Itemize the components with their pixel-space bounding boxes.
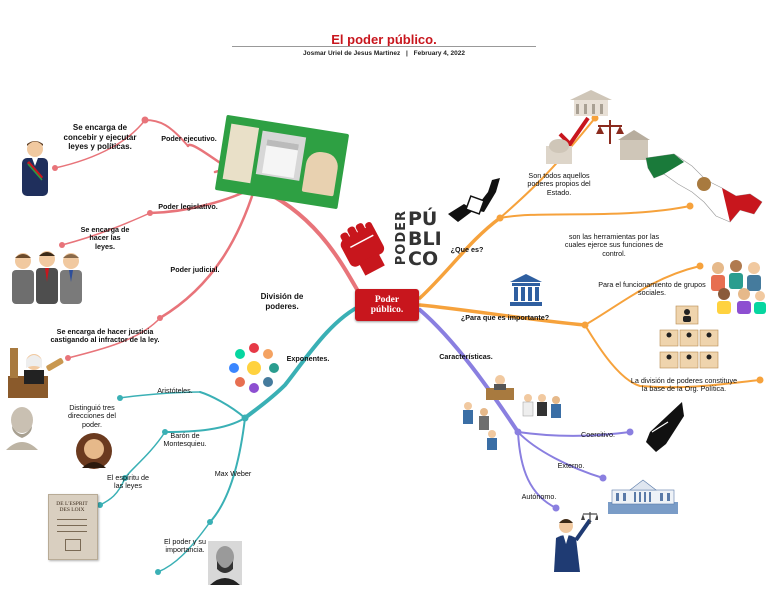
poder-publico-logo: [340, 222, 385, 276]
lawyer-scale-icon: [554, 512, 598, 572]
node-judicial: [157, 315, 163, 321]
exponente-aristoteles[interactable]: Aristóteles.: [157, 386, 193, 395]
white-house-icon: [608, 479, 678, 514]
topic-que-es[interactable]: ¿Que es?: [450, 245, 484, 254]
branch-caracteristicas: [418, 308, 631, 509]
branch-que-es-nodes: [496, 114, 764, 384]
node-aristoteles: [117, 395, 123, 401]
central-topic-line1: Poder: [374, 295, 400, 305]
judge-icon: [8, 348, 64, 398]
caracteristica-externo[interactable]: Externo.: [557, 461, 585, 470]
node-weber: [207, 519, 213, 525]
branch-que-es: [418, 117, 761, 389]
legislativo-description: Se encarga de hacer las leyes.: [80, 225, 130, 251]
topic-division-poderes[interactable]: División de poderes.: [260, 292, 304, 311]
author-name: Josmar Uriel de Jesus Martinez: [303, 50, 401, 57]
aristotle-bust-icon: [6, 407, 38, 450]
node-externo: [599, 474, 607, 482]
hands-circle-icon: [229, 343, 279, 393]
branch-exponentes-nodes: [97, 395, 249, 575]
importante-description-1: Para el funcionamiento de grupos sociale…: [598, 280, 706, 298]
document-meta: Josmar Uriel de Jesus Martinez | Februar…: [0, 50, 768, 57]
logo-word-pu: PÚ: [408, 208, 438, 230]
book-esprit-des-lois-icon: DE L'ESPRIT DES LOIX: [48, 494, 98, 560]
branch-caracteristicas-nodes: [514, 428, 634, 512]
topic-exponentes[interactable]: Exponentes.: [286, 354, 330, 363]
node-que-es-2: [686, 202, 694, 210]
institution-icon: [510, 274, 542, 306]
node-legislativo: [147, 210, 153, 216]
title-divider: [232, 46, 536, 47]
topic-poder-legislativo[interactable]: Poder legislativo.: [158, 202, 218, 211]
topic-caracteristicas[interactable]: Características.: [439, 352, 493, 361]
node-legislativo-desc: [59, 242, 65, 248]
logo-word-bli: BLI: [408, 228, 442, 250]
weber-portrait-icon: [208, 541, 242, 585]
node-autonomo: [552, 504, 560, 512]
caracteristica-coercitivo[interactable]: Coercitivo.: [581, 430, 615, 439]
people-group-icon: [711, 260, 766, 314]
fist-icon: [340, 222, 385, 276]
aristoteles-description: Distinguió tres direcciones del poder.: [68, 403, 116, 429]
logo-word-poder: PODER: [394, 210, 409, 266]
node-que-es: [496, 214, 504, 222]
node-montesquieu-leaf: [97, 502, 103, 508]
judicial-description: Se encarga de hacer justicia castigando …: [50, 327, 160, 345]
logo-word-co: CO: [408, 248, 439, 270]
node-importante-1: [696, 262, 704, 270]
node-judicial-desc: [65, 355, 71, 361]
node-montesquieu: [162, 429, 168, 435]
exponente-weber[interactable]: Max Weber: [214, 469, 252, 478]
caracteristica-autonomo[interactable]: Autónomo.: [521, 492, 557, 501]
node-montesquieu-desc: [122, 475, 128, 481]
node-importante: [581, 321, 589, 329]
topic-para-que-es-importante[interactable]: ¿Para que es importante?: [460, 313, 550, 322]
exponente-montesquieu[interactable]: Barón de Montesquieu.: [163, 431, 207, 449]
politicians-group-icon: [12, 251, 82, 304]
central-topic[interactable]: Poder público.: [355, 289, 419, 321]
courtroom-people-icon: [463, 375, 561, 450]
node-caracteristicas: [514, 428, 522, 436]
government-buildings-icon: [546, 90, 650, 164]
org-chart-icon: [659, 305, 719, 369]
pointing-hand-icon: [646, 402, 684, 452]
que-es-description-1: Son todos aquellos poderes propios del E…: [527, 171, 591, 197]
node-que-es-1: [591, 114, 599, 122]
topic-poder-judicial[interactable]: Poder judicial.: [170, 265, 220, 274]
ejecutivo-description: Se encarga de concebir y ejecutar leyes …: [63, 123, 137, 151]
book-title: DE L'ESPRIT DES LOIX: [56, 501, 88, 513]
document-date: February 4, 2022: [413, 50, 465, 57]
weber-description: El poder y su importancia.: [164, 537, 206, 555]
official-figure-icon: [22, 141, 48, 196]
topic-poder-ejecutivo[interactable]: Poder ejecutivo.: [161, 134, 217, 143]
central-topic-line2: público.: [370, 305, 404, 315]
node-exponentes: [241, 414, 249, 422]
node-weber-desc: [155, 569, 161, 575]
mexico-map-icon: [645, 153, 763, 223]
node-ejecutivo-desc: [52, 165, 58, 171]
montesquieu-portrait-icon: [76, 433, 112, 469]
document-title: El poder público.: [331, 32, 437, 47]
node-importante-2: [756, 376, 764, 384]
montesquieu-description: El espíritu de las leyes: [107, 473, 149, 491]
que-es-description-2: son las herramientas por las cuales ejer…: [564, 232, 664, 258]
node-coercitivo: [626, 428, 634, 436]
node-ejecutivo: [141, 116, 149, 124]
importante-description-2: La división de poderes constituye la bas…: [630, 376, 738, 394]
meta-separator: |: [406, 50, 408, 57]
justice-hands-icon: [448, 178, 500, 222]
branch-exponentes: [99, 303, 364, 573]
